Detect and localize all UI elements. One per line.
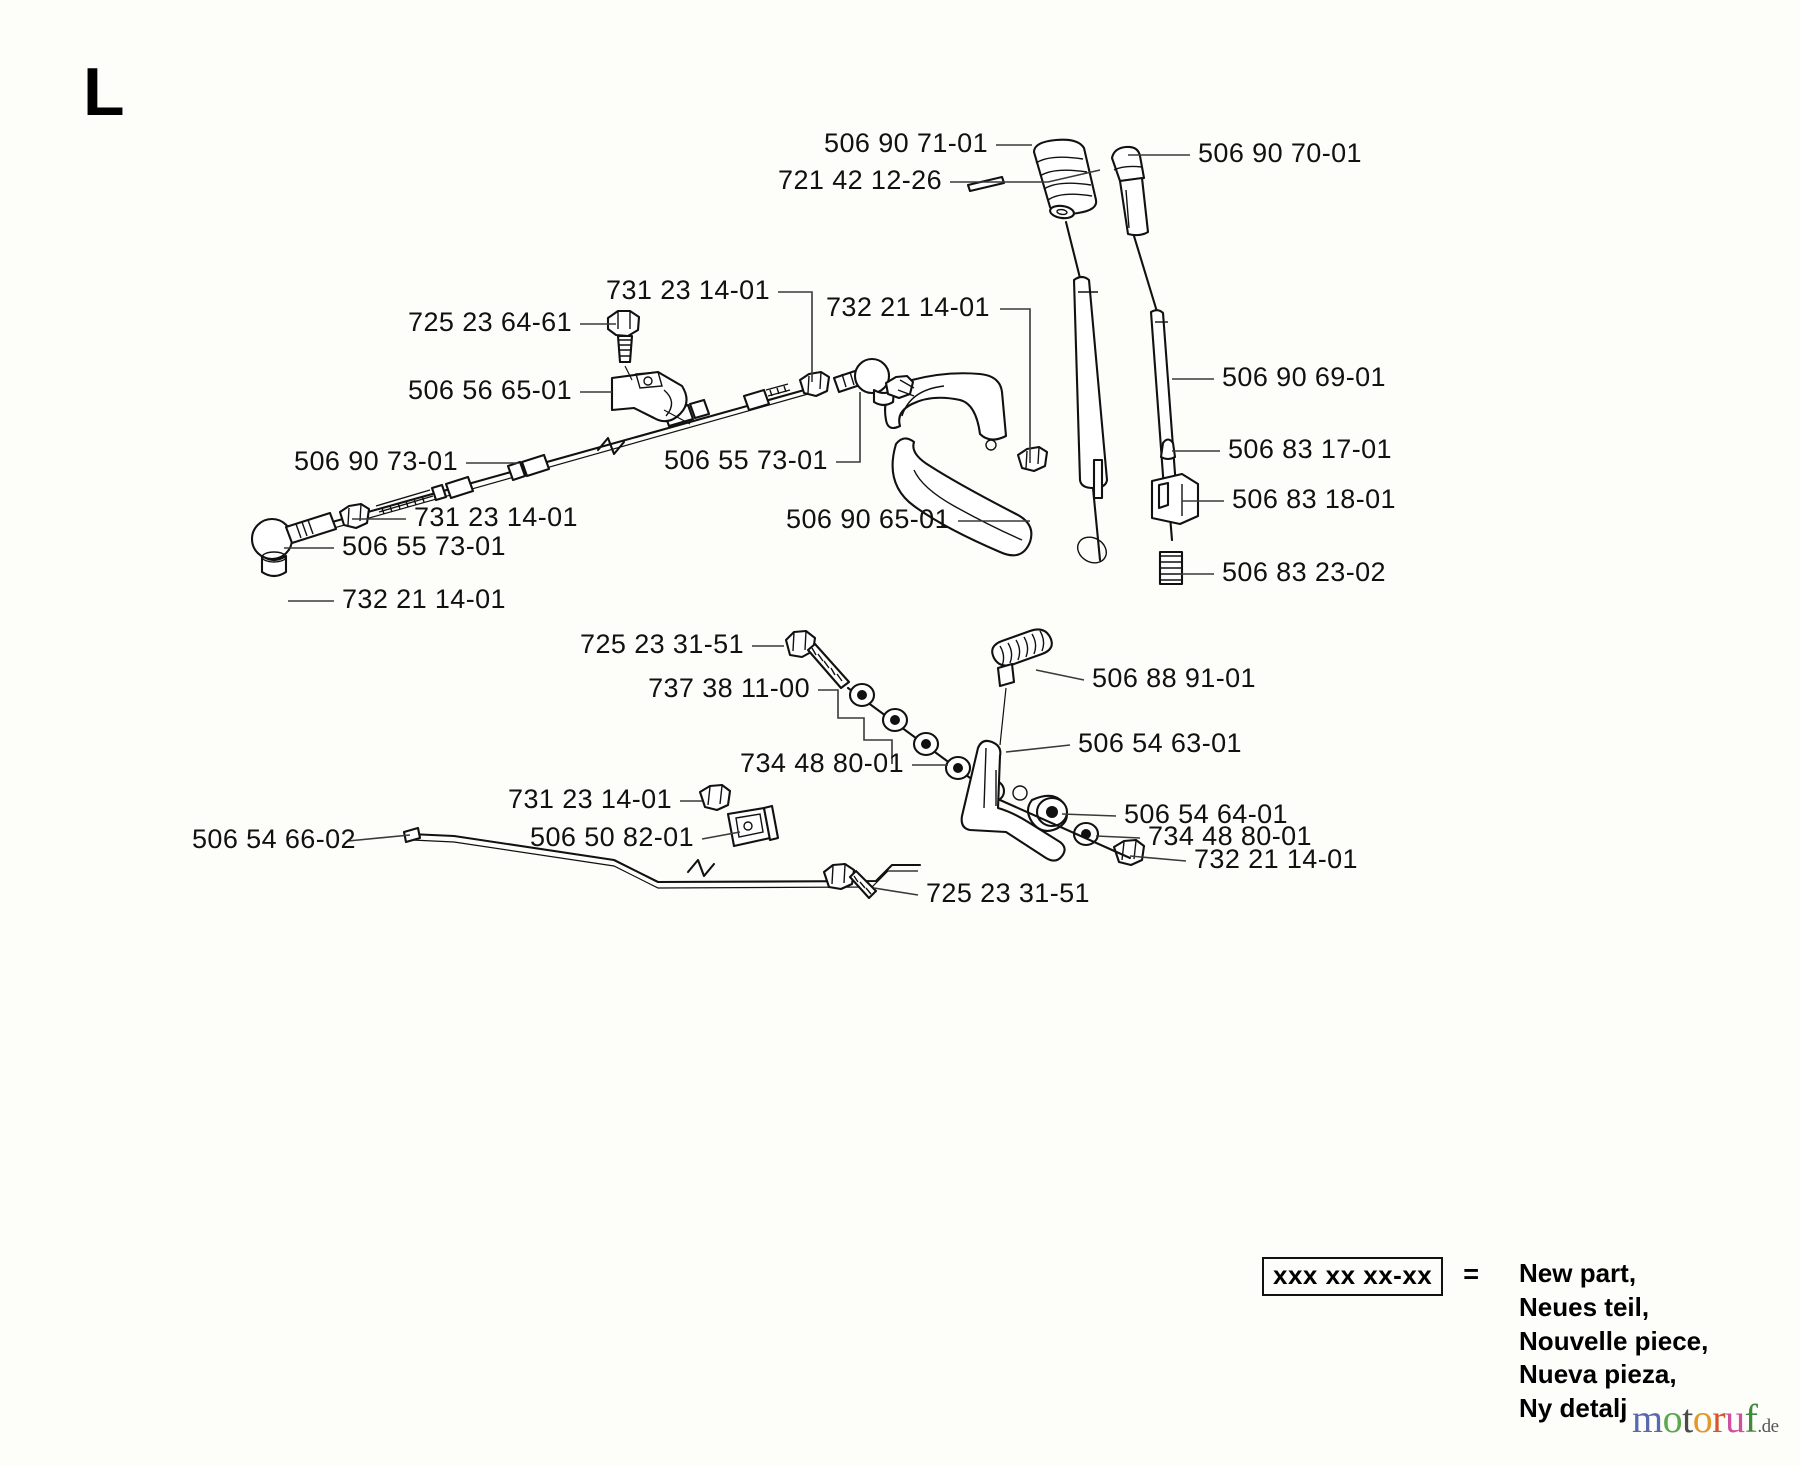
part-number-506-55-73-01: 506 55 73-01 [664,445,828,475]
part-pin-721-42-12-26 [966,175,1006,193]
part-506-83-17-01 [1159,438,1177,461]
legend-code-sample: xxx xx xx-xx [1262,1257,1444,1297]
part-clamp-506-56-65-01 [610,370,691,425]
leader-line-ld28 [1129,855,1187,862]
part-number-732-21-14-01: 732 21 14-01 [826,292,990,322]
leader-line-ld21 [1005,744,1071,753]
part-nut-732-21-14-01-c [1112,838,1146,867]
leader-line-ld20 [1035,669,1085,681]
watermark-letter-o1: o [1662,1396,1683,1441]
legend-equals-sign: = [1463,1259,1480,1289]
watermark-letter-f: f [1744,1396,1758,1441]
part-number-506-90-69-01: 506 90 69-01 [1222,362,1386,392]
part-number-506-56-65-01: 506 56 65-01 [408,375,572,405]
part-lever-rod-main [1064,220,1109,562]
part-number-506-90-73-01: 506 90 73-01 [294,446,458,476]
leader-line-ld24 [1061,813,1117,817]
section-letter: L [83,54,125,130]
part-506-83-18-01 [1150,472,1200,526]
leader-line-ld04 [778,291,813,382]
part-bolt-725-23-64-61 [606,309,641,381]
part-number-731-23-14-01: 731 23 14-01 [414,502,578,532]
part-number-506-54-63-01: 506 54 63-01 [1078,728,1242,758]
leader-lines [284,144,1224,896]
part-washers-737-38-11-00 [848,682,940,757]
part-number-506-90-70-01: 506 90 70-01 [1198,138,1362,168]
watermark-letter-u: u [1725,1396,1745,1441]
part-knob-506-88-91-01 [991,628,1053,746]
part-number-506-54-64-01: 506 54 64-01 [1124,799,1288,829]
watermark-letter-t: t [1682,1396,1693,1441]
part-number-506-88-91-01: 506 88 91-01 [1092,663,1256,693]
part-nut-731-23-14-01-c [698,783,732,812]
part-number-732-21-14-01: 732 21 14-01 [342,584,506,614]
leader-line-ld25 [701,831,741,840]
part-bolt-725-23-31-51-b [822,862,878,900]
part-number-721-42-12-26: 721 42 12-26 [778,165,942,195]
part-guide-506-50-82-01 [726,804,780,848]
part-number-725-23-31-51: 725 23 31-51 [926,878,1090,908]
watermark-letter-m: m [1632,1396,1663,1441]
part-rod-506-90-69-01 [1110,145,1200,586]
part-bushing-506-54-64-01 [998,794,1146,867]
part-rod-506-54-66-02 [402,826,922,889]
part-nut-732-21-14-01-b [1016,445,1049,473]
part-nut-731-23-14-01-a [338,502,371,530]
part-spring-506-83-23-02 [1158,550,1184,586]
watermark-letter-r: r [1712,1396,1726,1441]
legend: xxx xx xx-xx = New part, Neues teil, Nou… [1262,1257,1708,1426]
part-number-737-38-11-00: 737 38 11-00 [648,673,810,703]
leader-line-ld05 [1000,308,1031,463]
legend-translations: New part, Neues teil, Nouvelle piece, Nu… [1519,1258,1709,1424]
part-knob-506-90-71-01 [1032,138,1098,220]
part-number-731-23-14-01: 731 23 14-01 [606,275,770,305]
part-nut-731-23-14-01-b [798,370,831,398]
leader-line-ld19 [818,689,893,764]
part-handle-bracket-506-90-65-01 [884,372,1108,564]
leader-line-ld02 [950,169,1101,183]
watermark-letter-o2: o [1692,1396,1713,1441]
part-number-506-83-18-01: 506 83 18-01 [1232,484,1396,514]
part-number-506-90-71-01: 506 90 71-01 [824,128,988,158]
leader-line-ld26 [1095,835,1141,839]
part-number-734-48-80-01: 734 48 80-01 [1148,821,1312,851]
part-screw-732-21-14-01-a [884,374,915,400]
part-number-506-83-23-02: 506 83 23-02 [1222,557,1386,587]
part-number-506-54-66-02: 506 54 66-02 [192,824,356,854]
part-ball-end-left [250,511,338,578]
part-number-731-23-14-01: 731 23 14-01 [508,784,672,814]
part-number-732-21-14-01: 732 21 14-01 [1194,844,1358,874]
part-number-506-83-17-01: 506 83 17-01 [1228,434,1392,464]
leader-line-ld10 [836,392,861,463]
motoruf-watermark: motoruf.de [1632,1395,1779,1442]
part-number-725-23-64-61: 725 23 64-61 [408,307,572,337]
watermark-suffix: .de [1757,1416,1779,1437]
part-number-506-90-65-01: 506 90 65-01 [786,504,950,534]
part-number-734-48-80-01: 734 48 80-01 [740,748,904,778]
leader-line-ld27 [347,834,411,842]
leader-line-ld29 [873,887,919,896]
part-number-506-55-73-01: 506 55 73-01 [342,531,506,561]
part-number-725-23-31-51: 725 23 31-51 [580,629,744,659]
part-ball-joint-right [832,357,896,407]
part-number-506-50-82-01: 506 50 82-01 [530,822,694,852]
